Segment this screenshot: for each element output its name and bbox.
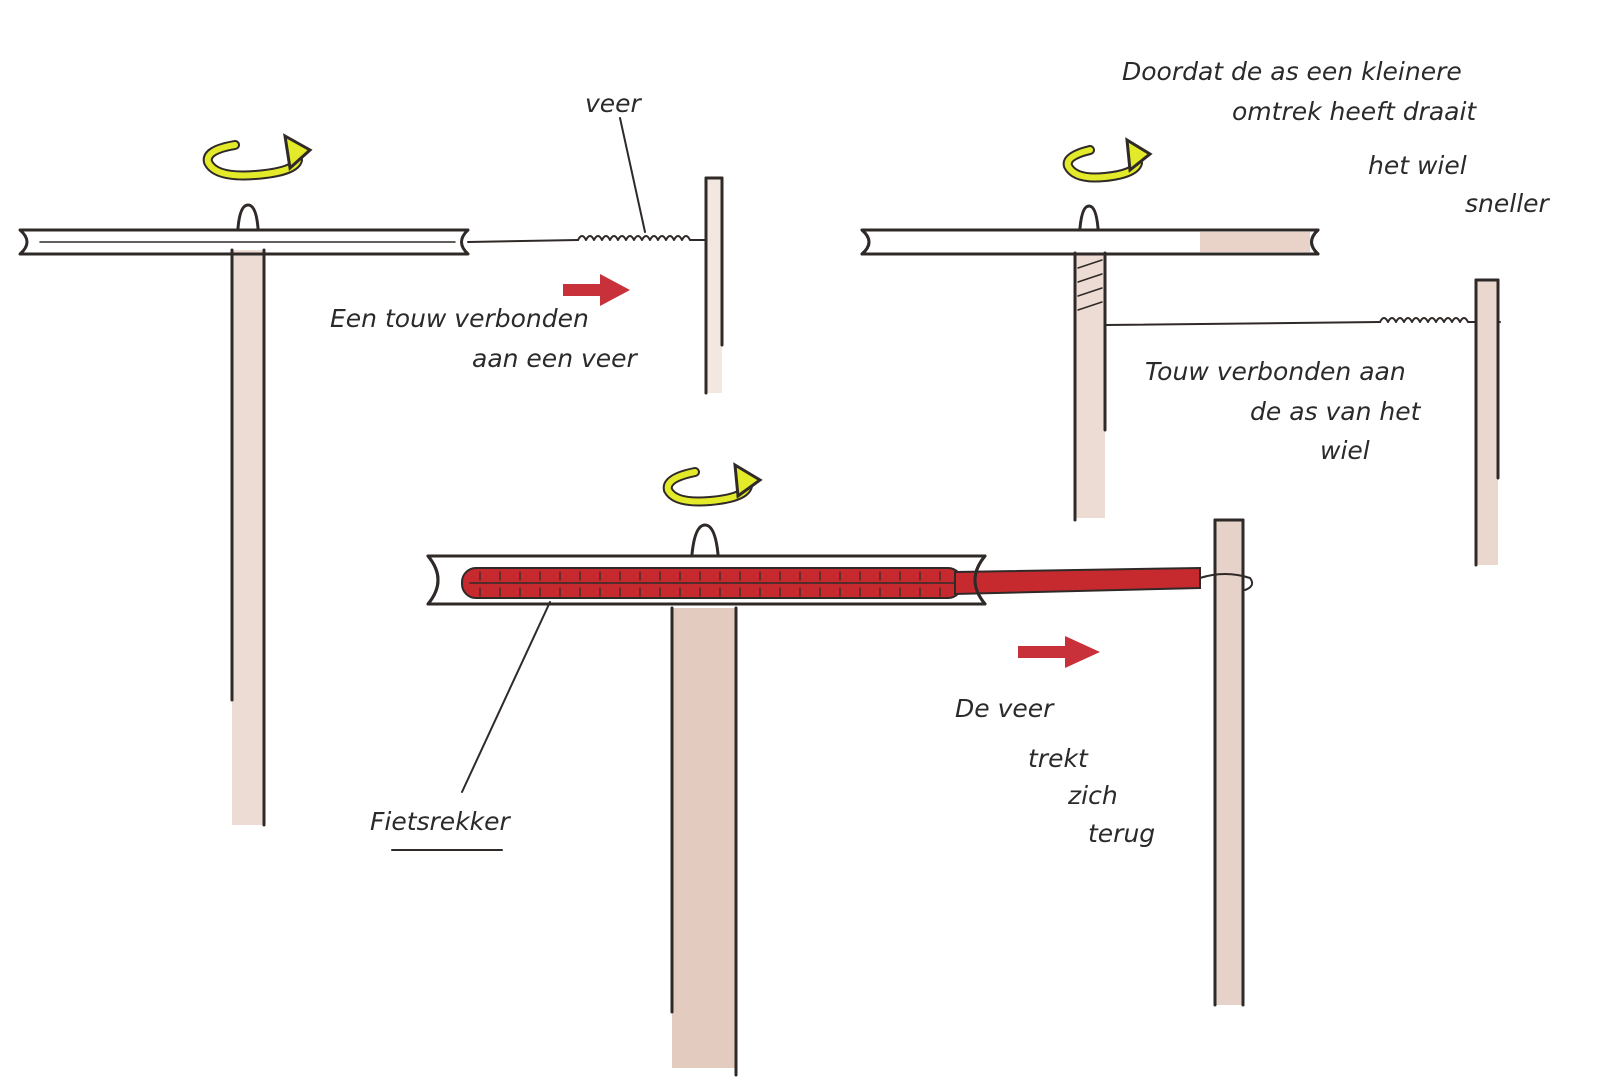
label-veer: veer: [585, 89, 641, 118]
label-touw-veer-1: Een touw verbonden: [330, 304, 589, 333]
wheel-pole: [232, 250, 264, 825]
diagram-wheel-bike-band: [391, 462, 1254, 1077]
wheel-pole: [1075, 253, 1105, 518]
string: [1104, 321, 1381, 326]
curved-arrow-icon: [1062, 137, 1153, 183]
label-note-4: sneller: [1465, 189, 1549, 218]
label-terug-1: De veer: [955, 694, 1054, 723]
right-arrow-icon: [563, 274, 630, 306]
spring: [1379, 317, 1501, 323]
wheel-pole: [672, 608, 736, 1068]
label-note-3: het wiel: [1368, 151, 1467, 180]
curved-arrow-icon: [662, 462, 763, 507]
spindle-tip: [690, 523, 720, 556]
diagram-wheel-string-spring: [18, 117, 724, 827]
string: [467, 239, 579, 243]
label-touw-as-2: de as van het: [1250, 397, 1421, 426]
spindle-tip: [1078, 204, 1100, 230]
label-touw-as-1: Touw verbonden aan: [1145, 357, 1406, 386]
curved-arrow-icon: [202, 133, 313, 181]
label-touw-as-3: wiel: [1320, 436, 1370, 465]
bike-band: [954, 566, 1201, 596]
label-terug-2: trekt: [1028, 744, 1088, 773]
wheel-disc: [18, 228, 470, 256]
spindle-tip: [236, 203, 260, 230]
label-note-2: omtrek heeft draait: [1232, 97, 1477, 126]
label-touw-veer-2: aan een veer: [472, 344, 637, 373]
right-arrow-icon: [1018, 636, 1100, 668]
label-note-1: Doordat de as een kleinere: [1122, 57, 1462, 86]
label-terug-4: terug: [1088, 819, 1156, 848]
spring-post: [706, 178, 722, 393]
label-terug-3: zich: [1068, 781, 1118, 810]
band-post: [1215, 520, 1243, 1005]
label-fietsrekker: Fietsrekker: [370, 807, 510, 836]
spring: [577, 235, 716, 241]
spring-post: [1476, 280, 1498, 565]
diagram-wheel-string-axle: [860, 137, 1501, 567]
